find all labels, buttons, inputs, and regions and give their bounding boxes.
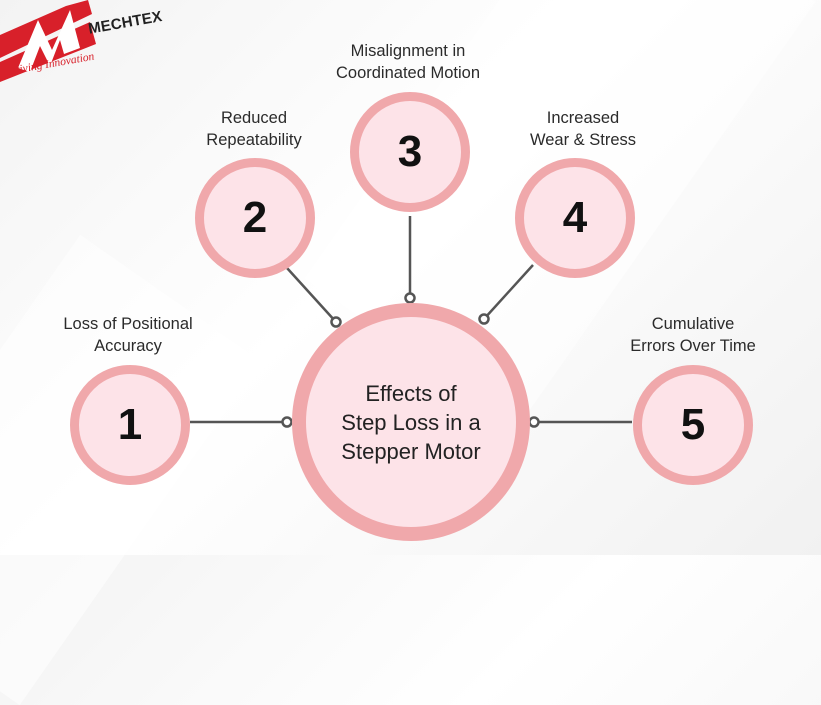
connector-dot (528, 416, 540, 428)
label-line: Errors Over Time (630, 337, 756, 355)
center-circle: Effects of Step Loss in a Stepper Motor (292, 303, 530, 541)
connector-dot (404, 292, 416, 304)
label-line: Cumulative (651, 315, 735, 333)
connector-4 (483, 264, 534, 320)
connector-lines (190, 216, 632, 428)
center-title: Effects of Step Loss in a Stepper Motor (316, 379, 506, 466)
effect-circle-1: 1 (70, 365, 190, 485)
effect-number-4: 4 (562, 193, 588, 242)
effect-label-5: Cumulative Errors Over Time (630, 313, 756, 357)
connector-dot (281, 416, 293, 428)
mechtex-logo: MECHTEX Driving Innovation (0, 0, 164, 100)
label-line: Reduced (220, 109, 288, 127)
label-line: Coordinated Motion (335, 64, 481, 82)
effect-label-2: Reduced Repeatability (206, 107, 301, 151)
label-line: Accuracy (94, 337, 162, 355)
center-title-line: Stepper Motor (341, 438, 481, 464)
label-line: Increased (546, 109, 620, 127)
effect-number-2: 2 (242, 193, 268, 242)
label-line: Misalignment in (350, 42, 466, 60)
effect-label-4: Increased Wear & Stress (530, 107, 636, 151)
effect-circle-5: 5 (633, 365, 753, 485)
label-line: Wear & Stress (529, 131, 637, 149)
label-line: Loss of Positional (63, 315, 193, 333)
effect-circle-4: 4 (515, 158, 635, 278)
effect-number-5: 5 (680, 400, 706, 449)
connector-dot (478, 313, 490, 325)
effect-number-3: 3 (397, 127, 423, 176)
effect-label-1: Loss of Positional Accuracy (63, 313, 192, 357)
center-title-line: Step Loss in a (341, 409, 481, 435)
effect-label-3: Misalignment in Coordinated Motion (336, 40, 480, 84)
connector-2 (286, 267, 337, 323)
label-line: Repeatability (206, 131, 302, 149)
effect-circle-3: 3 (350, 92, 470, 212)
center-title-line: Effects of (365, 380, 457, 406)
logo-mark (0, 0, 96, 82)
connector-dot (330, 316, 342, 328)
effect-circle-2: 2 (195, 158, 315, 278)
effect-number-1: 1 (117, 400, 143, 449)
